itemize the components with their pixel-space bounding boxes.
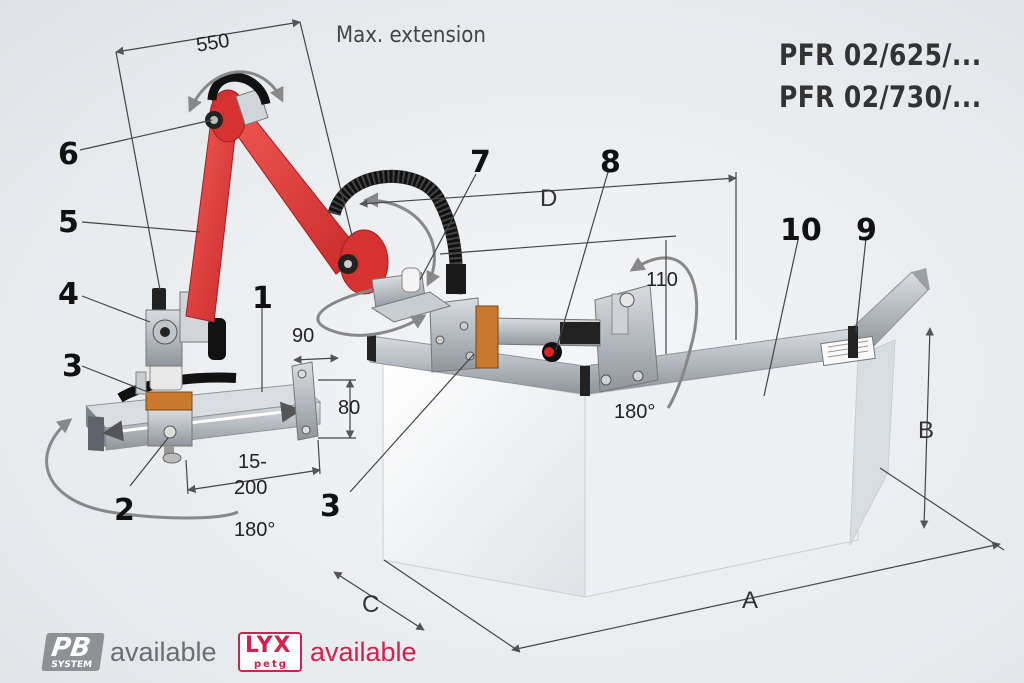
dim-c-label: C xyxy=(362,591,379,618)
dim-90-label: 90 xyxy=(292,325,314,347)
part-number-1: 1 xyxy=(252,281,273,316)
model-code-2: PFR 02/730/... xyxy=(779,80,982,114)
lyx-petg-badge: LYX petg available xyxy=(238,632,417,672)
lyx-available-text: available xyxy=(310,636,417,667)
part-number-6: 6 xyxy=(58,137,79,172)
protection-shield xyxy=(367,268,930,598)
part-number-2: 2 xyxy=(114,493,135,528)
pb-available-text: available xyxy=(110,636,217,667)
part-number-7: 7 xyxy=(470,145,491,180)
angle-left-label: 180° xyxy=(234,519,275,541)
lyx-petg-logo: LYX petg xyxy=(238,632,302,672)
hinge-bracket xyxy=(489,284,659,393)
lyx-logo-sub: petg xyxy=(254,659,288,670)
max-extension-label: Max. extension xyxy=(336,23,486,48)
base-mounting-bar xyxy=(84,361,322,464)
dim-15-label: 15- xyxy=(238,451,267,473)
part-number-3-left: 3 xyxy=(62,349,83,384)
pb-logo-main: PB xyxy=(49,633,93,663)
pb-system-logo: PB SYSTEM xyxy=(41,633,105,671)
angle-right-label: 180° xyxy=(614,401,655,423)
part-number-10: 10 xyxy=(780,213,822,248)
dim-b-label: B xyxy=(918,417,934,444)
part-number-9: 9 xyxy=(856,213,877,248)
dim-200-label: 200 xyxy=(234,477,267,499)
pb-logo-sub: SYSTEM xyxy=(50,660,93,670)
part-number-3-right: 3 xyxy=(320,489,341,524)
pb-system-badge: PB SYSTEM available xyxy=(41,632,217,672)
part-number-8: 8 xyxy=(600,145,621,180)
part-number-4: 4 xyxy=(58,277,79,312)
model-code-1: PFR 02/625/... xyxy=(779,38,982,72)
dim-80-label: 80 xyxy=(338,397,360,419)
dim-550-label: 550 xyxy=(195,30,231,57)
lyx-logo-main: LYX xyxy=(245,633,292,658)
part-number-5: 5 xyxy=(58,205,79,240)
dim-d-label: D xyxy=(540,185,557,212)
articulated-arm xyxy=(185,72,389,323)
dim-a-label: A xyxy=(742,587,758,614)
dimension-lines xyxy=(79,19,1005,653)
dim-110-label: 110 xyxy=(646,269,678,291)
side-mount-bracket xyxy=(429,297,499,373)
